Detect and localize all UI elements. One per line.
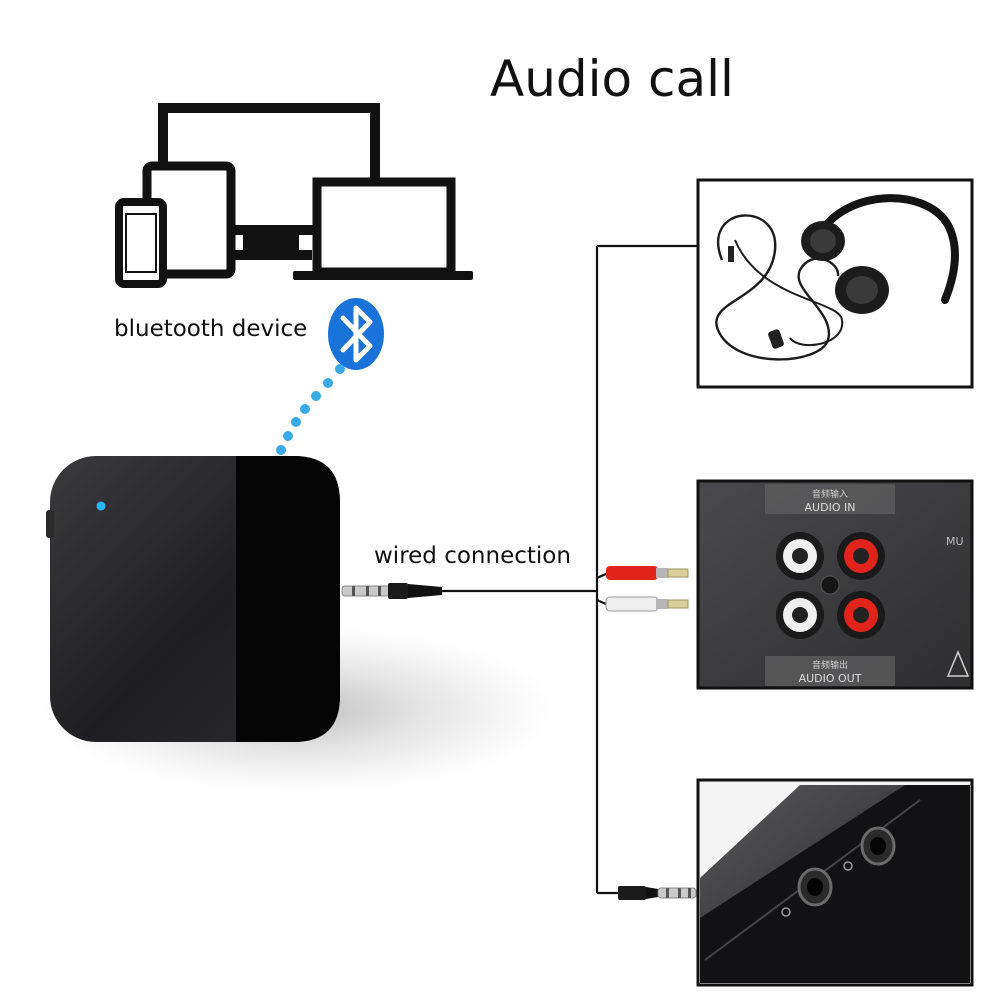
rca-jack-red-bottom — [837, 591, 885, 639]
amp-label-top: AUDIO IN — [805, 501, 856, 514]
wired-connection-label: wired connection — [374, 543, 571, 569]
rca-plug-white — [605, 596, 689, 612]
rca-plug-red — [606, 566, 689, 580]
rca-jack-red-top — [837, 532, 885, 580]
headphones-photo — [696, 178, 974, 389]
signal-dots — [276, 364, 345, 455]
rca-jack-white-top — [776, 532, 824, 580]
amp-side-label: MU — [946, 535, 964, 548]
aux-plug-right — [618, 886, 697, 900]
amp-label-top-cn: 音频输入 — [812, 488, 848, 500]
bluetooth-icon — [328, 298, 384, 370]
speaker-headphone-port — [696, 778, 974, 987]
cables — [442, 244, 700, 895]
rca-jack-white-bottom — [776, 591, 824, 639]
amp-label-bottom-cn: 音频输出 — [812, 659, 848, 671]
aux-plug-left — [341, 583, 442, 599]
led-indicator — [96, 501, 106, 511]
amplifier-rca-panel: 音频输入 AUDIO IN 音频输出 AUDIO OUT MU — [696, 479, 974, 690]
devices-icon — [115, 103, 473, 288]
bluetooth-receiver — [46, 456, 340, 742]
amp-label-bottom: AUDIO OUT — [799, 672, 862, 685]
diagram-title: Audio call — [490, 50, 734, 108]
bluetooth-device-label: bluetooth device — [114, 316, 308, 342]
